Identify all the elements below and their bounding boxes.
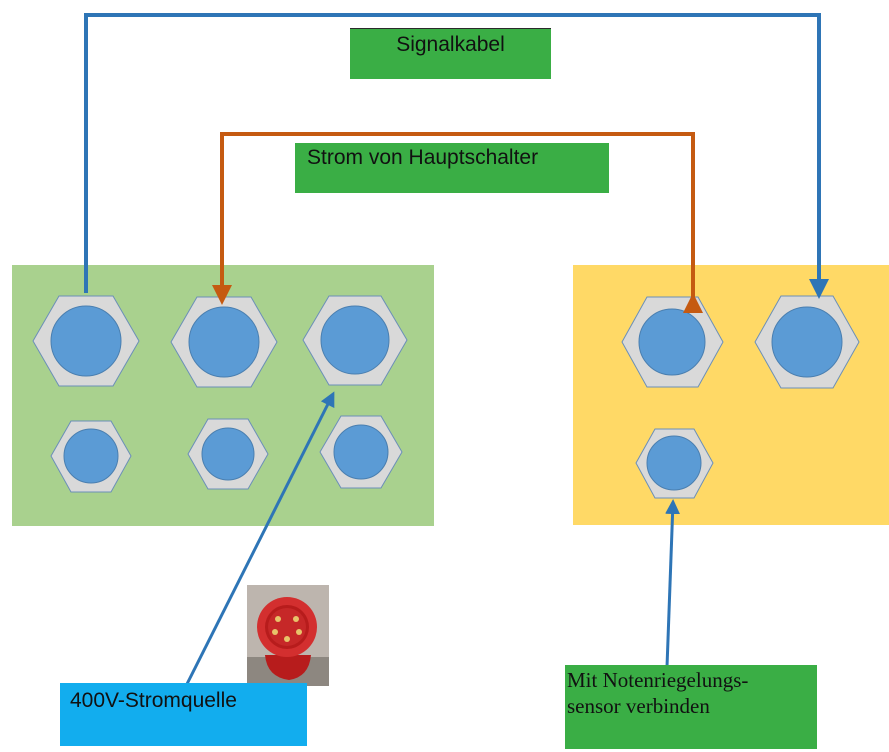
power-from-main-switch-label: Strom von Hauptschalter [295, 143, 609, 193]
cable-gland-right-top-2 [754, 295, 860, 389]
cable-gland-left-top-3 [302, 295, 408, 386]
plug-photo [247, 585, 329, 686]
cable-gland-right-bottom [635, 428, 714, 499]
power-from-main-switch-arrow [212, 132, 703, 313]
interlock-sensor-arrow [665, 499, 681, 668]
power-source-label: 400V-Stromquelle [60, 683, 307, 746]
signal-cable-label: Signalkabel [350, 28, 551, 79]
interlock-sensor-label-line2: sensor verbinden [567, 694, 710, 719]
red-cee-400v-plug-icon [247, 585, 329, 686]
cable-gland-left-top-1 [32, 295, 140, 387]
cable-gland-left-bottom-2 [187, 418, 269, 490]
interlock-sensor-label: Mit Notenriegelungs- sensor verbinden [565, 665, 817, 749]
signal-cable-arrow [84, 13, 829, 299]
cable-gland-left-bottom-1 [50, 420, 132, 493]
interlock-sensor-label-line1: Mit Notenriegelungs- [567, 668, 749, 692]
power-source-arrow [185, 391, 335, 685]
cable-gland-left-bottom-3 [319, 415, 403, 489]
cable-gland-left-top-2 [170, 296, 278, 388]
right-junction-panel [573, 265, 889, 525]
